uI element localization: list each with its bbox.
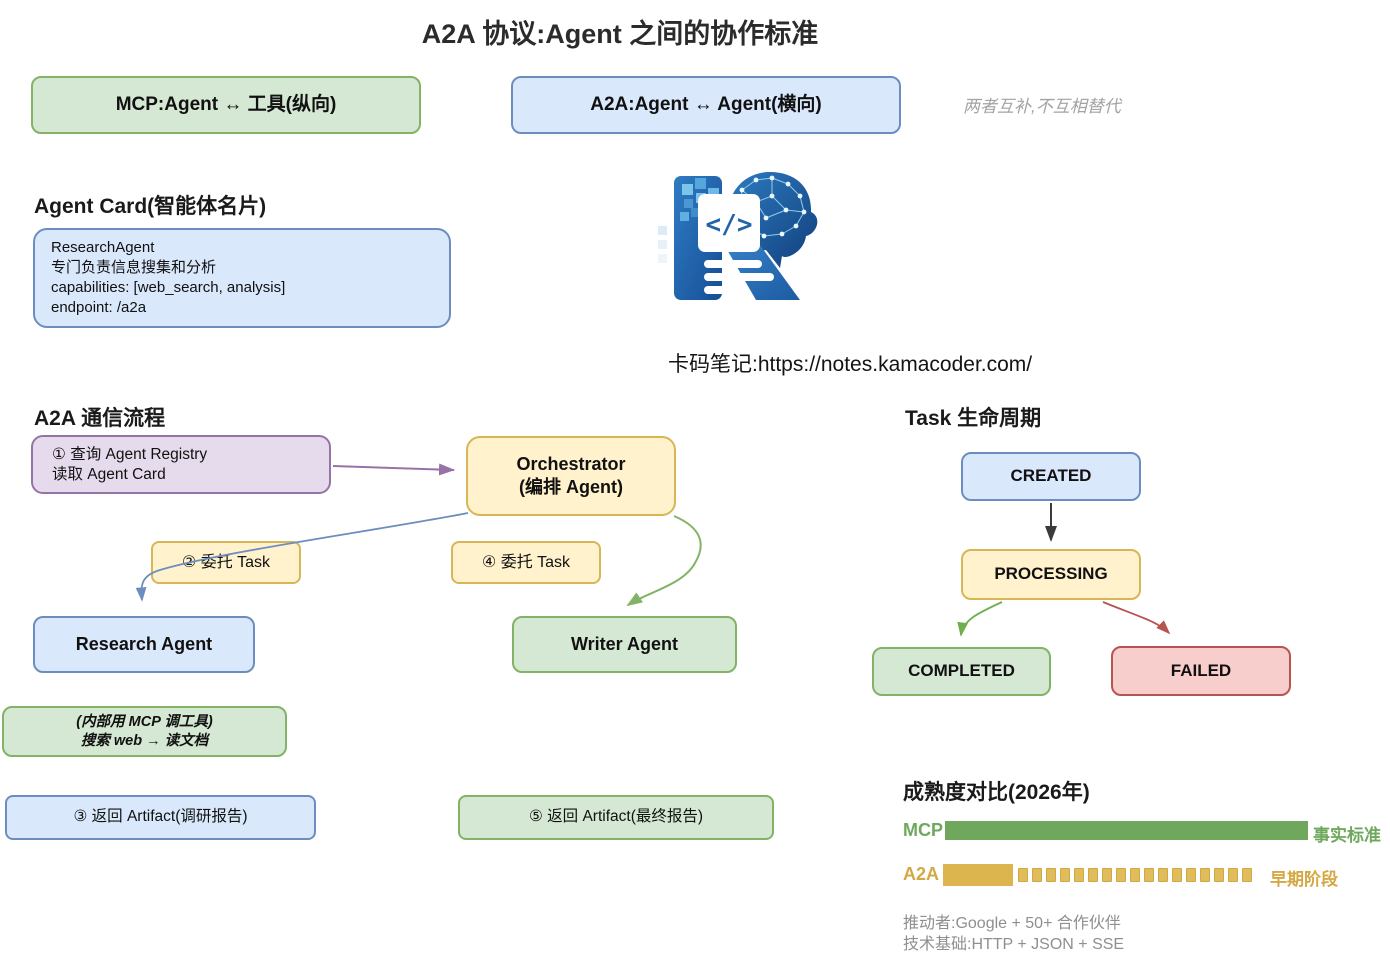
mcp-internal-note-box: (内部用 MCP 调工具) 搜索 web → 读文档	[2, 706, 287, 757]
a2a-bar-segment	[1102, 868, 1112, 882]
site-url-text: 卡码笔记:https://notes.kamacoder.com/	[668, 353, 1033, 376]
code-icon: </>	[698, 194, 760, 252]
a2a-maturity-bar-solid	[943, 864, 1013, 886]
a2a-bar-label: A2A	[903, 864, 940, 884]
mcp-internal-note-line1: (内部用 MCP 调工具)	[76, 713, 213, 730]
maturity-tech-note: 技术基础:HTTP + JSON + SSE	[903, 936, 1125, 953]
a2a-bar-segment	[1186, 868, 1196, 882]
arrow-processing-to-failed	[1102, 601, 1171, 635]
state-processing-label: PROCESSING	[994, 564, 1108, 584]
orchestrator-line2: (编排 Agent)	[519, 477, 623, 497]
registry-query-line2: 读取 Agent Card	[52, 465, 166, 483]
artifact-5-label: ⑤ 返回 Artifact(最终报告)	[528, 808, 704, 826]
mcp-maturity-tag: 事实标准	[1313, 826, 1381, 845]
a2a-direction-label: A2A:Agent ↔ Agent(横向)	[590, 94, 822, 116]
maturity-heading: 成熟度对比(2026年)	[903, 781, 1090, 804]
delegate-task-2-box: ② 委托 Task	[151, 541, 301, 584]
mcp-direction-box: MCP:Agent ↔ 工具(纵向)	[31, 76, 421, 134]
artifact-3-label: ③ 返回 Artifact(调研报告)	[73, 808, 248, 826]
a2a-bar-segment	[1116, 868, 1126, 882]
state-failed-box: FAILED	[1111, 646, 1291, 696]
lifecycle-heading: Task 生命周期	[905, 407, 1042, 430]
a2a-bar-segment	[1172, 868, 1182, 882]
mcp-internal-note-line2: 搜索 web → 读文档	[80, 732, 209, 749]
a2a-bar-segment	[1158, 868, 1168, 882]
orchestrator-box: Orchestrator (编排 Agent)	[466, 436, 676, 516]
research-agent-box: Research Agent	[33, 616, 255, 673]
maturity-driver-note: 推动者:Google + 50+ 合作伙伴	[903, 915, 1121, 932]
complementary-note: 两者互补,不互相替代	[963, 97, 1121, 116]
orchestrator-line1: Orchestrator	[516, 454, 626, 474]
mcp-maturity-bar	[945, 821, 1308, 840]
a2a-maturity-tag: 早期阶段	[1270, 870, 1338, 889]
a2a-bar-segment	[1088, 868, 1098, 882]
a2a-bar-segment	[1228, 868, 1238, 882]
svg-text:</>: </>	[706, 210, 753, 240]
artifact-3-box: ③ 返回 Artifact(调研报告)	[5, 795, 316, 840]
state-completed-label: COMPLETED	[908, 661, 1015, 681]
state-created-box: CREATED	[961, 452, 1141, 501]
a2a-bar-segment	[1060, 868, 1070, 882]
pixel-decoration	[658, 226, 667, 263]
state-processing-box: PROCESSING	[961, 549, 1141, 600]
a2a-bar-segment	[1018, 868, 1028, 882]
mcp-bar-label: MCP	[903, 820, 943, 840]
a2a-bar-segment	[1046, 868, 1056, 882]
a2a-bar-segment	[1074, 868, 1084, 882]
agent-card-description: 专门负责信息搜集和分析	[51, 259, 217, 276]
delegate-task-2-label: ② 委托 Task	[181, 553, 271, 571]
state-completed-box: COMPLETED	[872, 647, 1051, 696]
agent-card-endpoint: endpoint: /a2a	[51, 299, 147, 316]
delegate-task-4-box: ④ 委托 Task	[451, 541, 601, 584]
state-failed-label: FAILED	[1170, 660, 1232, 680]
a2a-bar-segment	[1214, 868, 1224, 882]
agent-card-name: ResearchAgent	[51, 239, 155, 256]
a2a-bar-segment	[1130, 868, 1140, 882]
registry-query-box: ① 查询 Agent Registry 读取 Agent Card	[31, 435, 331, 494]
a2a-dashed-bar	[1018, 868, 1252, 882]
flow-heading: A2A 通信流程	[34, 407, 166, 430]
agent-card-box: ResearchAgent 专门负责信息搜集和分析 capabilities: …	[33, 228, 451, 328]
agent-card-capabilities: capabilities: [web_search, analysis]	[51, 279, 286, 296]
arrow-processing-to-completed	[957, 601, 1003, 637]
page-title: A2A 协议:Agent 之间的协作标准	[421, 19, 819, 49]
a2a-direction-box: A2A:Agent ↔ Agent(横向)	[511, 76, 901, 134]
delegate-task-4-label: ④ 委托 Task	[481, 553, 571, 571]
kamacoder-logo: </>	[658, 172, 818, 300]
writer-agent-box: Writer Agent	[512, 616, 737, 673]
list-lines	[704, 260, 774, 294]
writer-agent-label: Writer Agent	[570, 633, 678, 654]
a2a-bar-segment	[1032, 868, 1042, 882]
mcp-direction-label: MCP:Agent ↔ 工具(纵向)	[115, 94, 337, 116]
a2a-bar-segment	[1200, 868, 1210, 882]
state-created-label: CREATED	[1010, 466, 1092, 486]
arrow-orchestrator-to-writer	[626, 515, 702, 607]
research-agent-label: Research Agent	[75, 633, 213, 654]
registry-query-line1: ① 查询 Agent Registry	[52, 445, 208, 463]
a2a-bar-segment	[1242, 868, 1252, 882]
agent-card-heading: Agent Card(智能体名片)	[34, 195, 267, 218]
artifact-5-box: ⑤ 返回 Artifact(最终报告)	[458, 795, 774, 840]
arrow-registry-to-orchestrator	[332, 463, 455, 476]
a2a-bar-segment	[1144, 868, 1154, 882]
